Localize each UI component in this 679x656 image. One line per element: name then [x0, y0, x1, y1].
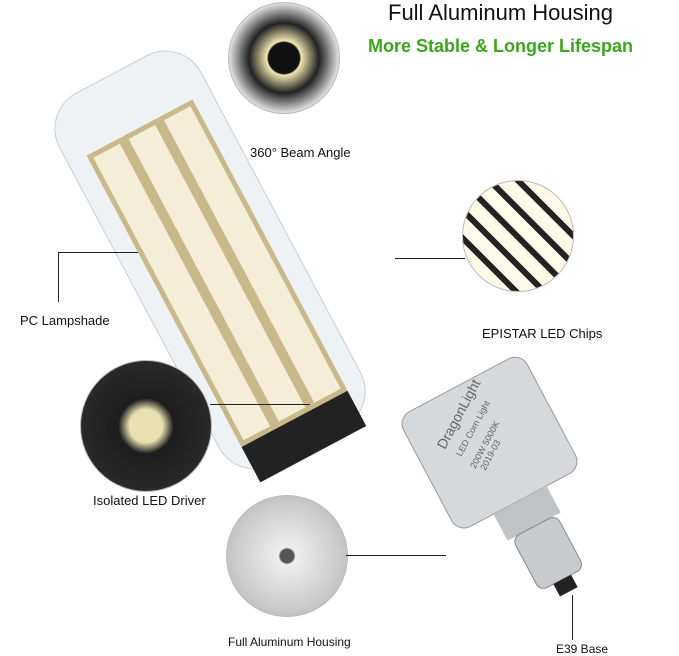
- subheadline: More Stable & Longer Lifespan: [368, 36, 634, 56]
- label-isolated-driver: Isolated LED Driver: [93, 493, 206, 508]
- label-led-chips: EPISTAR LED Chips: [482, 326, 603, 341]
- label-aluminum-housing: Full Aluminum Housing: [228, 635, 351, 649]
- label-beam-angle: 360° Beam Angle: [250, 145, 351, 160]
- label-pc-lampshade: PC Lampshade: [20, 313, 110, 328]
- aluminum-housing-photo: [226, 495, 348, 617]
- beam-angle-photo: [228, 2, 340, 114]
- label-e39-base: E39 Base: [556, 642, 609, 656]
- led-driver-photo: [80, 360, 212, 492]
- led-chips-photo: [462, 180, 574, 292]
- headline: Full Aluminum Housing: [388, 0, 613, 25]
